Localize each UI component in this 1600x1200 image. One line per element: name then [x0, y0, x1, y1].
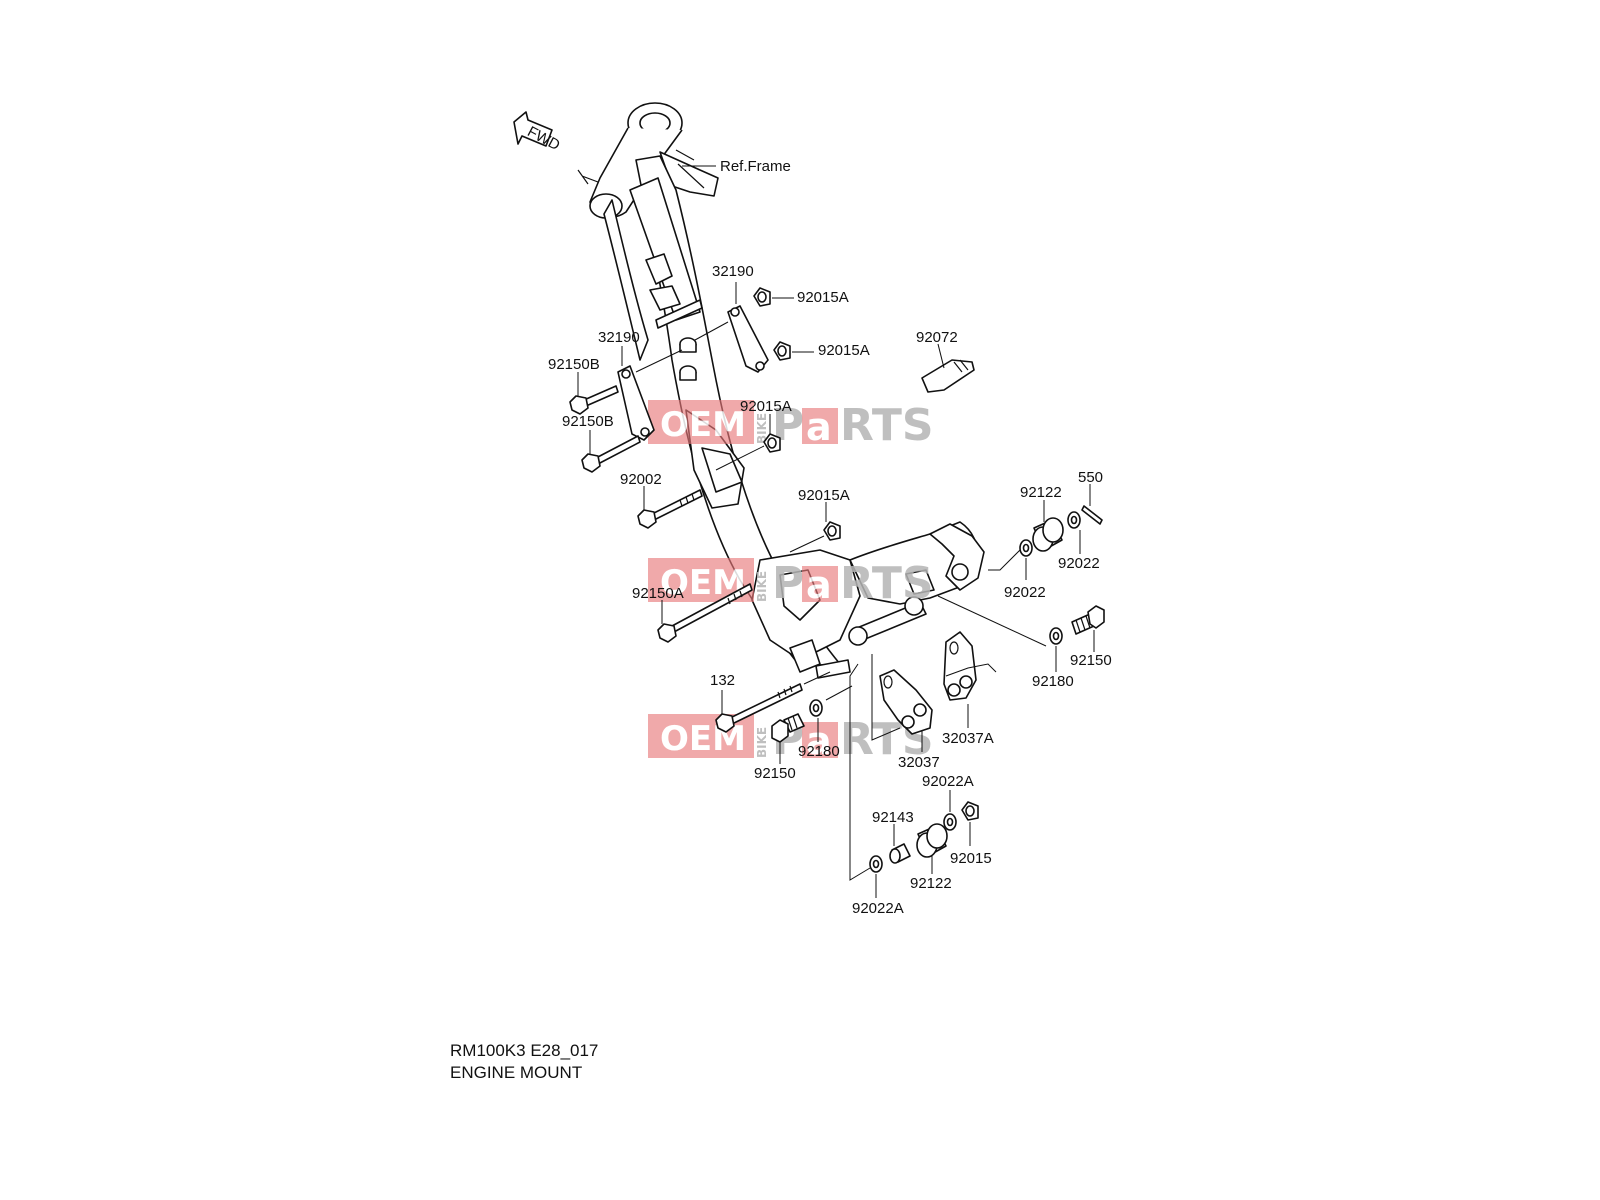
model-code: RM100K3 E28_017: [450, 1041, 598, 1060]
label-92015: 92015: [950, 850, 992, 867]
bolt-92150B-2: [581, 435, 641, 473]
bushing-92122-upper: [1032, 517, 1064, 552]
svg-text:P: P: [772, 558, 804, 609]
svg-text:OEM: OEM: [660, 405, 746, 445]
label-92022A-1: 92022A: [922, 773, 974, 790]
nut-92015A-2: [773, 341, 791, 361]
svg-text:a: a: [806, 405, 832, 449]
label-92022-2: 92022: [1004, 584, 1046, 601]
bolt-92150B-1: [569, 385, 619, 415]
label-32190-lower: 32190: [598, 329, 640, 346]
bushing-92122-lower: [916, 823, 948, 858]
ref-frame-label: Ref.Frame: [720, 158, 791, 175]
frame-drawing: [577, 102, 985, 679]
washer-92022A-1: [943, 813, 957, 831]
label-92015A-3: 92015A: [740, 398, 792, 415]
bolt-132: [715, 683, 803, 733]
bolt-92150A: [657, 583, 753, 643]
plate-32190-lower: [617, 365, 655, 441]
plate-32190-upper: [727, 305, 769, 373]
bracket-32037A: [943, 631, 977, 701]
washer-92180-right: [1049, 627, 1063, 645]
label-92022A-2: 92022A: [852, 900, 904, 917]
label-32037A: 32037A: [942, 730, 994, 747]
label-92002: 92002: [620, 471, 662, 488]
bolt-92150-right: [1071, 605, 1105, 635]
label-32037: 32037: [898, 754, 940, 771]
pin-550: [1081, 505, 1103, 525]
bracket-32037: [879, 669, 933, 735]
label-92150B-2: 92150B: [562, 413, 614, 430]
label-92150B-1: 92150B: [548, 356, 600, 373]
label-92122-lower: 92122: [910, 875, 952, 892]
svg-text:RTS: RTS: [840, 558, 934, 609]
nut-92015A-3: [763, 433, 781, 453]
nut-92015A-4: [823, 521, 841, 541]
label-92072: 92072: [916, 329, 958, 346]
washer-92180-left: [809, 699, 823, 717]
label-92022-1: 92022: [1058, 555, 1100, 572]
nut-92015: [961, 801, 979, 821]
label-92015A-4: 92015A: [798, 487, 850, 504]
label-92150A: 92150A: [632, 585, 684, 602]
fwd-arrow-icon: FWD: [513, 111, 563, 154]
label-32190-upper: 32190: [712, 263, 754, 280]
label-92180-right: 92180: [1032, 673, 1074, 690]
label-92150-right: 92150: [1070, 652, 1112, 669]
svg-text:a: a: [806, 719, 832, 763]
clamp-92072: [921, 359, 975, 393]
washer-92022-2: [1019, 539, 1033, 557]
diagram-title: ENGINE MOUNT: [450, 1063, 582, 1082]
label-92015A-2: 92015A: [818, 342, 870, 359]
label-92180-left: 92180: [798, 743, 840, 760]
label-92015A-1: 92015A: [797, 289, 849, 306]
nut-92015A-1: [753, 287, 771, 307]
bolt-92002: [637, 489, 703, 529]
label-132: 132: [710, 672, 735, 689]
label-92122-upper: 92122: [1020, 484, 1062, 501]
svg-text:BIKE: BIKE: [755, 727, 769, 758]
label-550: 550: [1078, 469, 1103, 486]
label-92150-left: 92150: [754, 765, 796, 782]
svg-text:RTS: RTS: [840, 400, 934, 451]
svg-text:BIKE: BIKE: [755, 413, 769, 444]
bolt-92150-left: [771, 713, 805, 743]
washer-92022-1: [1067, 511, 1081, 529]
svg-text:a: a: [806, 563, 832, 607]
svg-text:BIKE: BIKE: [755, 571, 769, 602]
washer-92022A-2: [869, 855, 883, 873]
label-92143: 92143: [872, 809, 914, 826]
collar-92143: [889, 843, 911, 864]
